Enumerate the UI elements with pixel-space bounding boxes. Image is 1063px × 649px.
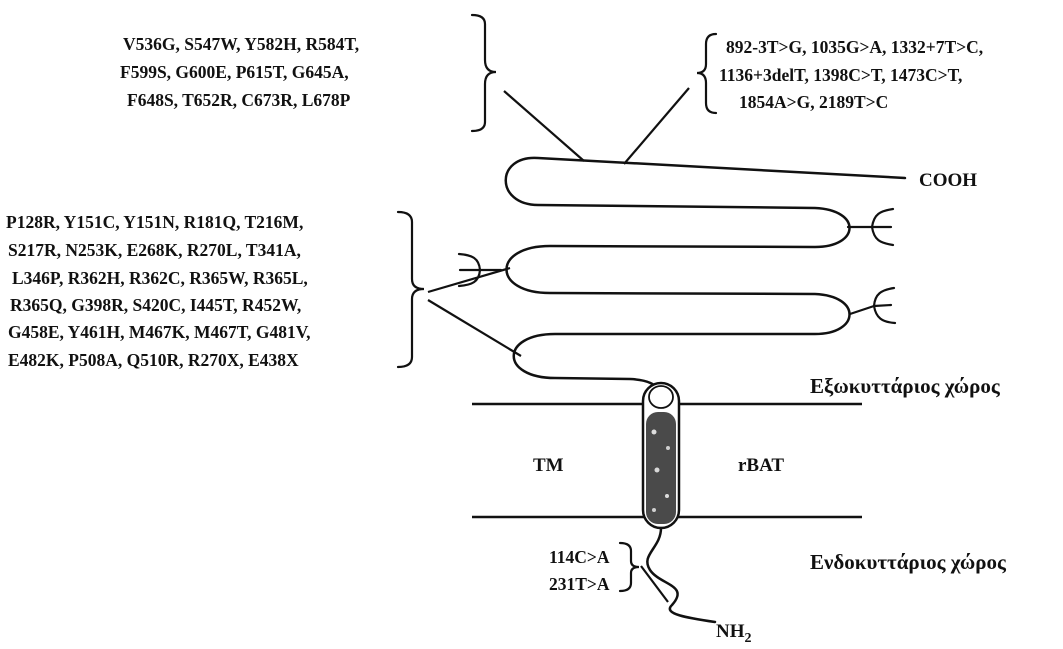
mutation-line: 892-3T>G, 1035G>A, 1332+7T>C, xyxy=(726,37,983,57)
helix-texture-dot xyxy=(666,446,670,450)
glycosylation-fork-right-2 xyxy=(850,288,895,323)
mutation-line: E482K, P508A, Q510R, R270X, E438X xyxy=(8,350,299,370)
helix-top-cap xyxy=(649,386,673,408)
transmembrane-shading xyxy=(646,412,676,524)
extracellular-domain-chain xyxy=(506,158,905,400)
mutation-line: L346P, R362H, R362C, R365W, R365L, xyxy=(12,268,308,288)
mutation-line: 1854A>G, 2189T>C xyxy=(739,92,888,112)
nh2-main: NH xyxy=(716,621,745,642)
glycosylation-fork-right-1 xyxy=(848,209,893,245)
leader-top-left xyxy=(504,91,584,161)
mutation-line: 114C>A xyxy=(549,547,610,567)
nh2-label: NH2 xyxy=(716,621,752,646)
mutation-line: 1136+3delT, 1398C>T, 1473C>T, xyxy=(719,65,962,85)
mutation-line: S217R, N253K, E268K, R270L, T341A, xyxy=(8,240,301,260)
helix-texture-dot xyxy=(652,508,656,512)
mutation-line: 231T>A xyxy=(549,574,610,594)
nh2-subscript: 2 xyxy=(745,631,752,646)
mutation-line: V536G, S547W, Y582H, R584T, xyxy=(123,34,359,54)
intracellular-tail xyxy=(647,528,715,622)
intracellular-label: Ενδοκυττάριος χώρος xyxy=(810,550,1007,574)
helix-texture-dot xyxy=(655,468,660,473)
extracellular-label: Εξωκυττάριος χώρος xyxy=(810,374,1001,398)
brace-top-left xyxy=(472,15,496,131)
mutations-top-right: 892-3T>G, 1035G>A, 1332+7T>C, 1136+3delT… xyxy=(719,37,983,112)
mutation-line: F648S, T652R, C673R, L678P xyxy=(127,90,351,110)
mutation-line: F599S, G600E, P615T, G645A, xyxy=(120,62,349,82)
mutation-line: G458E, Y461H, M467K, M467T, G481V, xyxy=(8,322,311,342)
mutations-bottom: 114C>A 231T>A xyxy=(549,547,610,594)
mutations-left: P128R, Y151C, Y151N, R181Q, T216M, S217R… xyxy=(6,212,311,370)
tm-label: TM xyxy=(533,455,564,476)
helix-texture-dot xyxy=(665,494,669,498)
helix-texture-dot xyxy=(652,430,657,435)
brace-left xyxy=(398,212,424,367)
leader-bottom xyxy=(641,566,668,602)
leader-left-upper xyxy=(428,268,510,292)
cooh-label: COOH xyxy=(919,170,977,191)
mutation-line: R365Q, G398R, S420C, I445T, R452W, xyxy=(10,295,301,315)
brace-top-right xyxy=(697,34,716,113)
leader-left-lower xyxy=(428,300,521,356)
leader-top-right xyxy=(624,88,689,164)
brace-bottom xyxy=(620,543,639,591)
mutation-line: P128R, Y151C, Y151N, R181Q, T216M, xyxy=(6,212,303,232)
mutations-top-left: V536G, S547W, Y582H, R584T, F599S, G600E… xyxy=(120,34,359,110)
protein-label: rBAT xyxy=(738,455,784,476)
